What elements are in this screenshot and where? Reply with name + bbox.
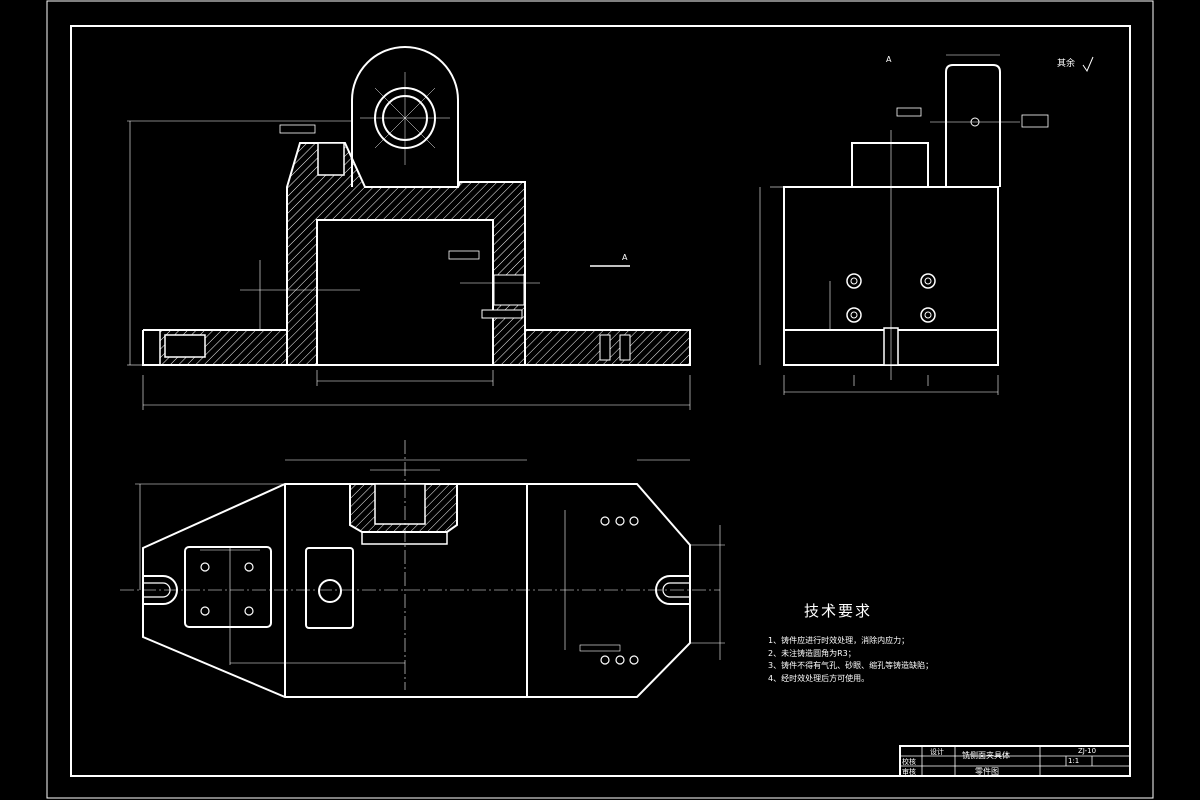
top-view bbox=[120, 440, 725, 698]
tech-requirement-item: 3、铸件不得有气孔、砂眼、缩孔等铸造缺陷； bbox=[768, 661, 934, 670]
title-block-code: ZJ-10 bbox=[1078, 747, 1097, 755]
title-block-row-label: 设计 bbox=[930, 748, 944, 756]
tech-requirements-title: 技术要求 bbox=[804, 602, 873, 620]
tech-requirement-item: 1、铸件应进行时效处理，消除内应力； bbox=[768, 636, 910, 645]
title-block-part-name: 铣侧面夹具体 bbox=[962, 751, 1010, 760]
technical-requirements: 技术要求 1、铸件应进行时效处理，消除内应力； 2、未注铸造圆角为R3； 3、铸… bbox=[768, 600, 1068, 685]
title-block bbox=[899, 745, 1131, 777]
outer-frame bbox=[46, 0, 1154, 799]
front-view bbox=[127, 46, 691, 410]
title-block-row-label: 校核 bbox=[902, 758, 916, 766]
surface-roughness-note: 其余 bbox=[1057, 59, 1076, 69]
title-block-row-label: 审核 bbox=[902, 768, 916, 776]
title-block-scale: 1:1 bbox=[1068, 757, 1080, 765]
side-view bbox=[759, 54, 1094, 395]
inner-frame bbox=[70, 25, 1131, 777]
title-block-drawing-type: 零件图 bbox=[975, 767, 999, 776]
side-view-title: A bbox=[886, 55, 892, 64]
tech-requirement-item: 2、未注铸造圆角为R3； bbox=[768, 648, 856, 658]
view-arrow-label: A bbox=[622, 253, 628, 262]
tech-requirement-item: 4、经时效处理后方可使用。 bbox=[768, 673, 870, 683]
